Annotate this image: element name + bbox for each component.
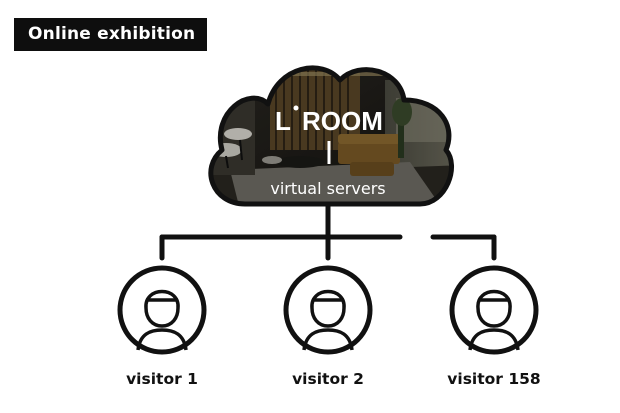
visitor-node-1	[117, 265, 207, 355]
cloud-outline	[208, 65, 454, 207]
brand-apostrophe	[293, 105, 299, 111]
person-icon	[136, 289, 188, 351]
cloud-server: L ROOM virtual servers	[208, 65, 454, 207]
visitor-label-1: visitor 1	[126, 370, 198, 388]
page-title: Online exhibition	[14, 18, 207, 51]
visitor-node-2	[283, 265, 373, 355]
visitor-label-2: visitor 2	[292, 370, 364, 388]
network-lines	[159, 201, 497, 261]
visitor-node-158	[449, 265, 539, 355]
brand-prefix: L	[275, 106, 291, 136]
person-icon	[468, 289, 520, 351]
visitor-label-158: visitor 158	[447, 370, 541, 388]
person-icon	[302, 289, 354, 351]
brand-suffix: ROOM	[302, 106, 383, 136]
cloud-subtitle: virtual servers	[270, 179, 385, 198]
